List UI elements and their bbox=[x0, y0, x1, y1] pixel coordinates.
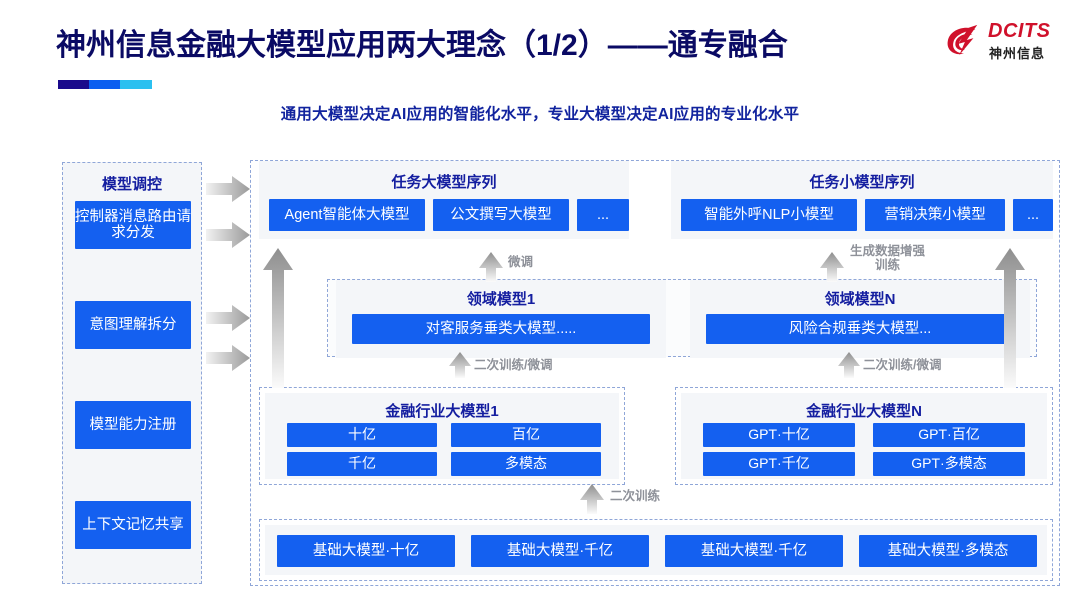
flow-arrow-up-retrain-right bbox=[838, 352, 860, 378]
base-model-item-0[interactable]: 基础大模型·十亿 bbox=[277, 535, 455, 567]
task-large-model-sequence: 任务大模型序列 Agent智能体大模型 公文撰写大模型 ... bbox=[259, 161, 629, 239]
logo-swirl-icon bbox=[947, 24, 978, 56]
arrow-label-data-aug: 生成数据增强 训练 bbox=[850, 244, 926, 273]
industry-model-1-item-1[interactable]: 百亿 bbox=[451, 423, 601, 447]
industry-model-n-item-3[interactable]: GPT·多模态 bbox=[873, 452, 1025, 476]
task-large-model-item-1[interactable]: 公文撰写大模型 bbox=[433, 199, 569, 231]
arrow-label-retrain-tune-left: 二次训练/微调 bbox=[474, 358, 553, 372]
task-large-model-header: 任务大模型序列 bbox=[391, 174, 497, 191]
domain-model-1-header: 领域模型1 bbox=[466, 291, 536, 308]
industry-model-1-panel: 金融行业大模型1 十亿 百亿 千亿 多模态 bbox=[265, 393, 619, 479]
task-small-model-header: 任务小模型序列 bbox=[809, 174, 915, 191]
control-item-3[interactable]: 上下文记忆共享 bbox=[75, 501, 191, 549]
industry-model-n-item-2[interactable]: GPT·千亿 bbox=[703, 452, 855, 476]
flow-arrow-up-retrain-left bbox=[449, 352, 471, 378]
domain-model-container: 领域模型1 对客服务垂类大模型..... 领域模型N 风险合规垂类大模型... bbox=[327, 279, 1037, 358]
flow-arrow-right-2 bbox=[206, 305, 250, 331]
domain-model-1-item[interactable]: 对客服务垂类大模型..... bbox=[352, 314, 650, 344]
domain-model-n-header: 领域模型N bbox=[824, 291, 896, 308]
task-small-model-item-1[interactable]: 营销决策小模型 bbox=[865, 199, 1005, 231]
task-large-model-item-0[interactable]: Agent智能体大模型 bbox=[269, 199, 425, 231]
model-stack-container: 任务大模型序列 Agent智能体大模型 公文撰写大模型 ... 任务小模型序列 … bbox=[250, 160, 1060, 586]
task-large-model-item-2[interactable]: ... bbox=[577, 199, 629, 231]
industry-model-n-item-1[interactable]: GPT·百亿 bbox=[873, 423, 1025, 447]
domain-model-1: 领域模型1 对客服务垂类大模型..... bbox=[336, 280, 666, 358]
model-control-panel: 模型调控 控制器消息路由请求分发 意图理解拆分 模型能力注册 上下文记忆共享 bbox=[62, 162, 202, 584]
task-small-model-item-0[interactable]: 智能外呼NLP小模型 bbox=[681, 199, 857, 231]
dcits-logo: DCITS 神州信息 bbox=[944, 18, 1062, 68]
page-title: 神州信息金融大模型应用两大理念（1/2）——通专融合 bbox=[56, 29, 788, 62]
base-model-container: 基础大模型·十亿 基础大模型·千亿 基础大模型·千亿 基础大模型·多模态 bbox=[259, 519, 1053, 581]
base-model-item-2[interactable]: 基础大模型·千亿 bbox=[665, 535, 843, 567]
domain-model-n-item[interactable]: 风险合规垂类大模型... bbox=[706, 314, 1014, 344]
domain-model-n: 领域模型N 风险合规垂类大模型... bbox=[690, 280, 1030, 358]
industry-model-1-header: 金融行业大模型1 bbox=[385, 403, 499, 420]
base-model-item-3[interactable]: 基础大模型·多模态 bbox=[859, 535, 1037, 567]
control-item-2[interactable]: 模型能力注册 bbox=[75, 401, 191, 449]
industry-model-n-item-0[interactable]: GPT·十亿 bbox=[703, 423, 855, 447]
industry-model-1-item-2[interactable]: 千亿 bbox=[287, 452, 437, 476]
base-model-item-1[interactable]: 基础大模型·千亿 bbox=[471, 535, 649, 567]
industry-model-n-header: 金融行业大模型N bbox=[806, 403, 922, 420]
arrow-label-retrain-tune-right: 二次训练/微调 bbox=[863, 358, 942, 372]
flow-arrow-up-fine-tune bbox=[479, 252, 503, 282]
base-model-panel: 基础大模型·十亿 基础大模型·千亿 基础大模型·千亿 基础大模型·多模态 bbox=[265, 525, 1047, 575]
task-small-model-item-2[interactable]: ... bbox=[1013, 199, 1053, 231]
arrow-label-fine-tune: 微调 bbox=[508, 255, 534, 269]
flow-arrow-right-1 bbox=[206, 222, 250, 248]
industry-model-n-panel: 金融行业大模型N GPT·十亿 GPT·百亿 GPT·千亿 GPT·多模态 bbox=[681, 393, 1047, 479]
flow-arrow-up-retrain bbox=[580, 484, 604, 514]
title-accent-bar bbox=[58, 80, 152, 89]
flow-arrow-right-0 bbox=[206, 176, 250, 202]
task-small-model-sequence: 任务小模型序列 智能外呼NLP小模型 营销决策小模型 ... bbox=[671, 161, 1053, 239]
control-item-0[interactable]: 控制器消息路由请求分发 bbox=[75, 201, 191, 249]
logo-cn-text: 神州信息 bbox=[989, 46, 1046, 61]
flow-arrow-up-tall-left bbox=[263, 248, 293, 388]
control-item-1[interactable]: 意图理解拆分 bbox=[75, 301, 191, 349]
industry-model-n-container: 金融行业大模型N GPT·十亿 GPT·百亿 GPT·千亿 GPT·多模态 bbox=[675, 387, 1053, 485]
arrow-label-retrain: 二次训练 bbox=[610, 489, 661, 503]
flow-arrow-right-3 bbox=[206, 345, 250, 371]
industry-model-1-item-3[interactable]: 多模态 bbox=[451, 452, 601, 476]
model-control-header: 模型调控 bbox=[101, 176, 162, 193]
logo-brand-text: DCITS bbox=[988, 20, 1051, 42]
flow-arrow-up-tall-right bbox=[995, 248, 1025, 388]
flow-arrow-up-data-aug bbox=[820, 252, 844, 282]
industry-model-1-item-0[interactable]: 十亿 bbox=[287, 423, 437, 447]
page-subtitle: 通用大模型决定AI应用的智能化水平，专业大模型决定AI应用的专业化水平 bbox=[280, 106, 800, 123]
industry-model-1-container: 金融行业大模型1 十亿 百亿 千亿 多模态 bbox=[259, 387, 625, 485]
